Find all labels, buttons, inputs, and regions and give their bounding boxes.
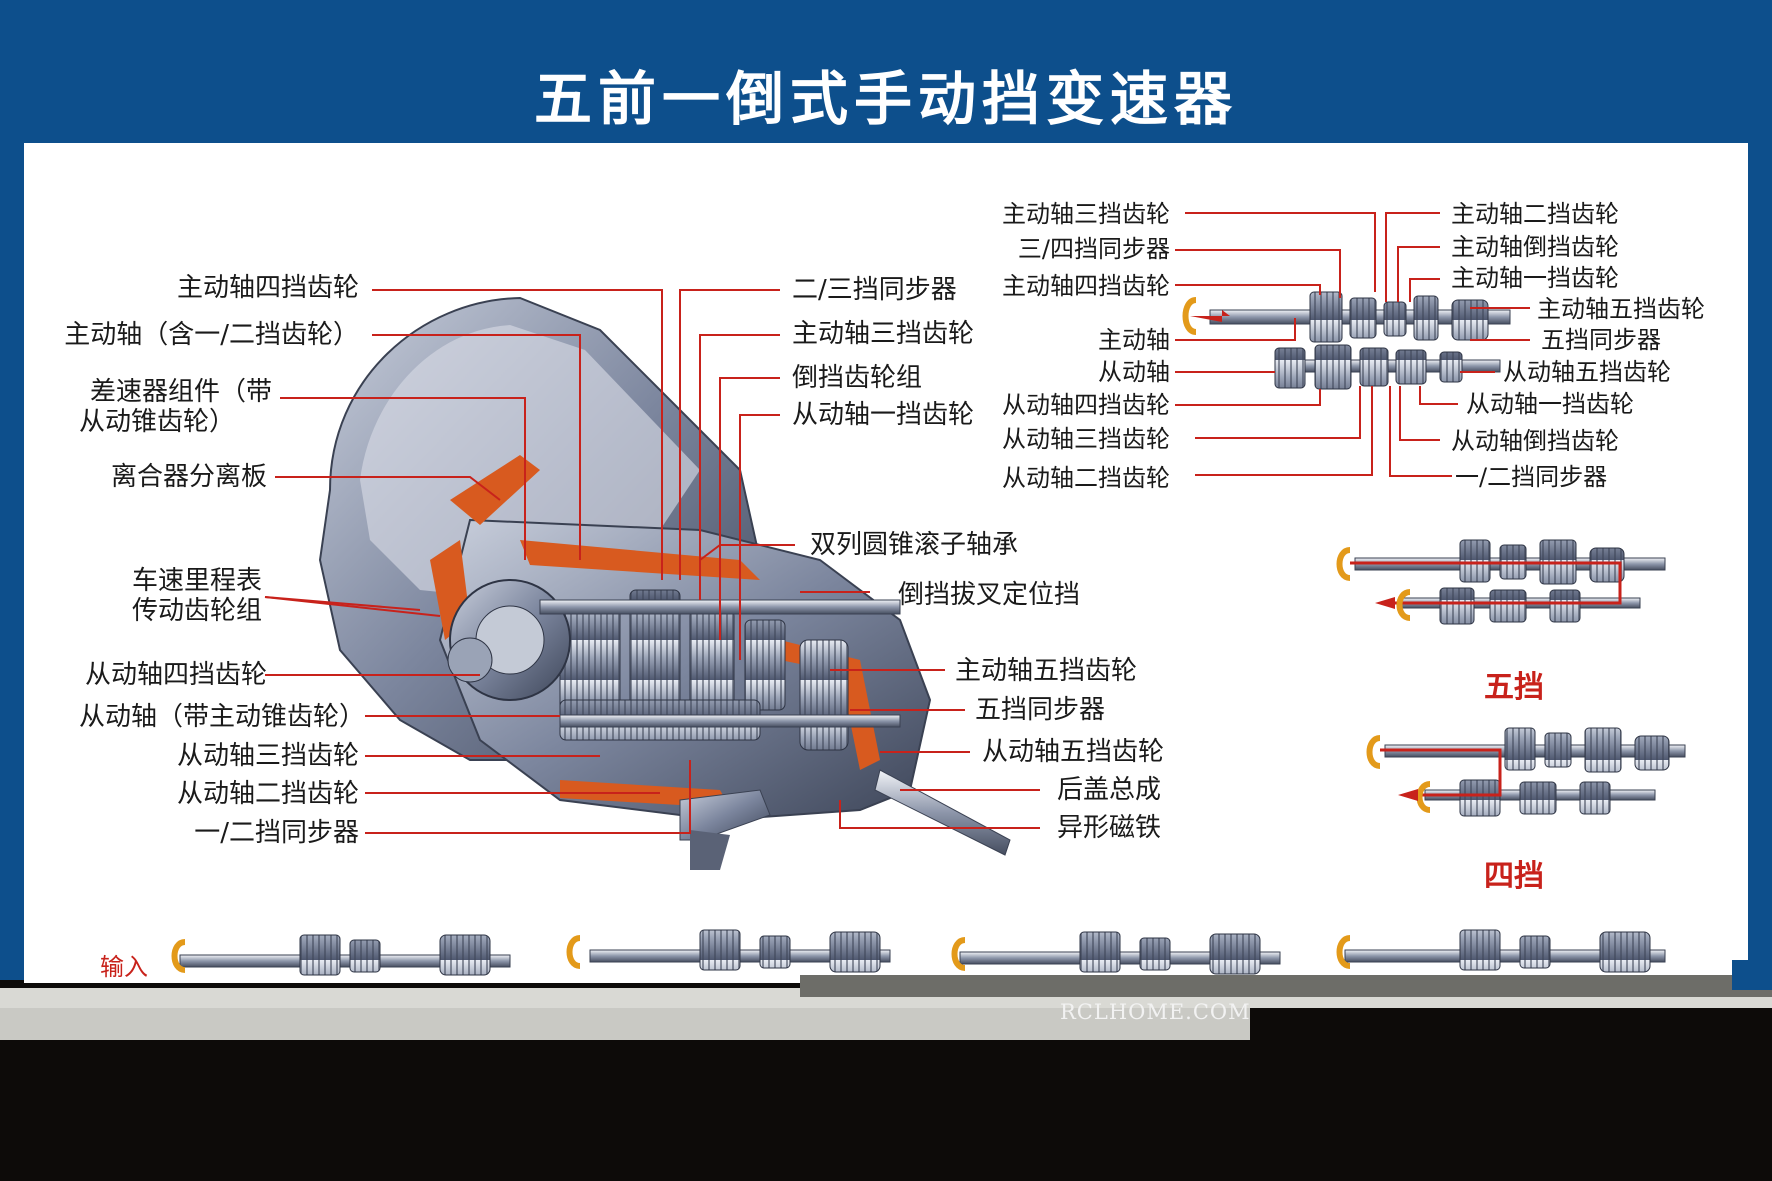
label-reverse-gear-set: 倒挡齿轮组 <box>792 363 923 393</box>
page-title: 五前一倒式手动挡变速器 <box>533 65 1238 133</box>
bottom-strip-gray <box>0 1008 1250 1040</box>
gear-name-fifth: 五挡 <box>1484 670 1544 705</box>
label-driven-shaft: 从动轴（带主动锥齿轮） <box>78 702 365 732</box>
label-driven-2nd-gear: 从动轴二挡齿轮 <box>176 779 359 809</box>
inset-label-driven-4th-gear: 从动轴四挡齿轮 <box>1002 391 1170 419</box>
label-main-drive-4th-gear: 主动轴四挡齿轮 <box>176 273 359 303</box>
label-driven-4th-gear: 从动轴四挡齿轮 <box>84 660 267 690</box>
inset-label-main-shaft: 主动轴 <box>1098 326 1170 354</box>
inset-label-main-reverse-gear: 主动轴倒挡齿轮 <box>1451 233 1619 261</box>
right-border <box>1748 150 1772 980</box>
transmission-cutaway <box>318 296 1011 870</box>
left-border <box>0 150 24 980</box>
label-differential-line1: 差速器组件（带 <box>89 377 272 407</box>
inset-leader-lines-left <box>1175 212 1376 476</box>
label-reverse-fork-stop: 倒挡拔叉定位挡 <box>898 580 1081 610</box>
label-differential-line2: 从动锥齿轮） <box>78 407 235 437</box>
label-clutch-release-plate: 离合器分离板 <box>110 462 267 492</box>
label-tapered-roller-bearing: 双列圆锥滚子轴承 <box>810 530 1019 560</box>
label-driven-1st-gear: 从动轴一挡齿轮 <box>792 400 975 430</box>
input-label: 输入 <box>100 953 148 981</box>
label-driven-5th-gear: 从动轴五挡齿轮 <box>982 737 1165 767</box>
inset-label-driven-1st-gear: 从动轴一挡齿轮 <box>1466 390 1634 418</box>
label-main-drive-shaft: 主动轴（含一/二挡齿轮） <box>64 320 359 350</box>
bottom-strip-dark <box>800 975 1772 997</box>
label-shaped-magnet: 异形磁铁 <box>1057 813 1162 843</box>
inset-label-driven-2nd-gear: 从动轴二挡齿轮 <box>1002 464 1170 492</box>
label-speedometer-line2: 传动齿轮组 <box>131 596 262 626</box>
inset-label-driven-reverse-gear: 从动轴倒挡齿轮 <box>1451 427 1619 455</box>
inset-label-driven-3rd-gear: 从动轴三挡齿轮 <box>1002 425 1170 453</box>
label-5th-synchronizer: 五挡同步器 <box>975 695 1106 725</box>
inset-label-5th-synchronizer: 五挡同步器 <box>1541 326 1661 354</box>
label-1-2-synchronizer: 一/二挡同步器 <box>194 818 359 848</box>
inset-label-main-3rd-gear: 主动轴三挡齿轮 <box>1002 200 1170 228</box>
inset-leader-lines-right <box>1385 212 1530 477</box>
label-speedometer-line1: 车速里程表 <box>131 566 262 596</box>
shaft-inset-diagram <box>1182 291 1511 390</box>
inset-label-main-2nd-gear: 主动轴二挡齿轮 <box>1451 200 1619 228</box>
watermark: RCLHOME.COM <box>1060 1000 1251 1024</box>
label-main-drive-5th-gear: 主动轴五挡齿轮 <box>955 656 1138 686</box>
label-driven-3rd-gear: 从动轴三挡齿轮 <box>176 741 359 771</box>
inset-label-main-1st-gear: 主动轴一挡齿轮 <box>1451 264 1619 292</box>
inset-label-main-4th-gear: 主动轴四挡齿轮 <box>1002 272 1170 300</box>
label-main-drive-3rd-gear: 主动轴三挡齿轮 <box>792 319 975 349</box>
label-rear-cover-assembly: 后盖总成 <box>1057 775 1162 805</box>
leader-lines-right <box>679 289 1040 829</box>
inset-label-main-5th-gear: 主动轴五挡齿轮 <box>1537 295 1705 323</box>
label-2-3-synchronizer: 二/三挡同步器 <box>792 275 957 305</box>
inset-label-3-4-synchronizer: 三/四挡同步器 <box>1017 235 1170 263</box>
gear-name-fourth: 四挡 <box>1484 859 1544 894</box>
bottom-right-corner <box>1732 960 1772 990</box>
fifth-gear-thumbnail <box>1336 539 1666 625</box>
bottom-thumbnails <box>171 929 1666 976</box>
header-bar <box>0 0 1772 150</box>
inset-label-1-2-synchronizer: 一/二挡同步器 <box>1455 463 1608 491</box>
inset-label-driven-5th-gear: 从动轴五挡齿轮 <box>1503 358 1671 386</box>
inset-label-driven-shaft: 从动轴 <box>1098 358 1170 386</box>
leader-lines-left <box>264 289 691 834</box>
fourth-gear-thumbnail <box>1366 727 1686 817</box>
